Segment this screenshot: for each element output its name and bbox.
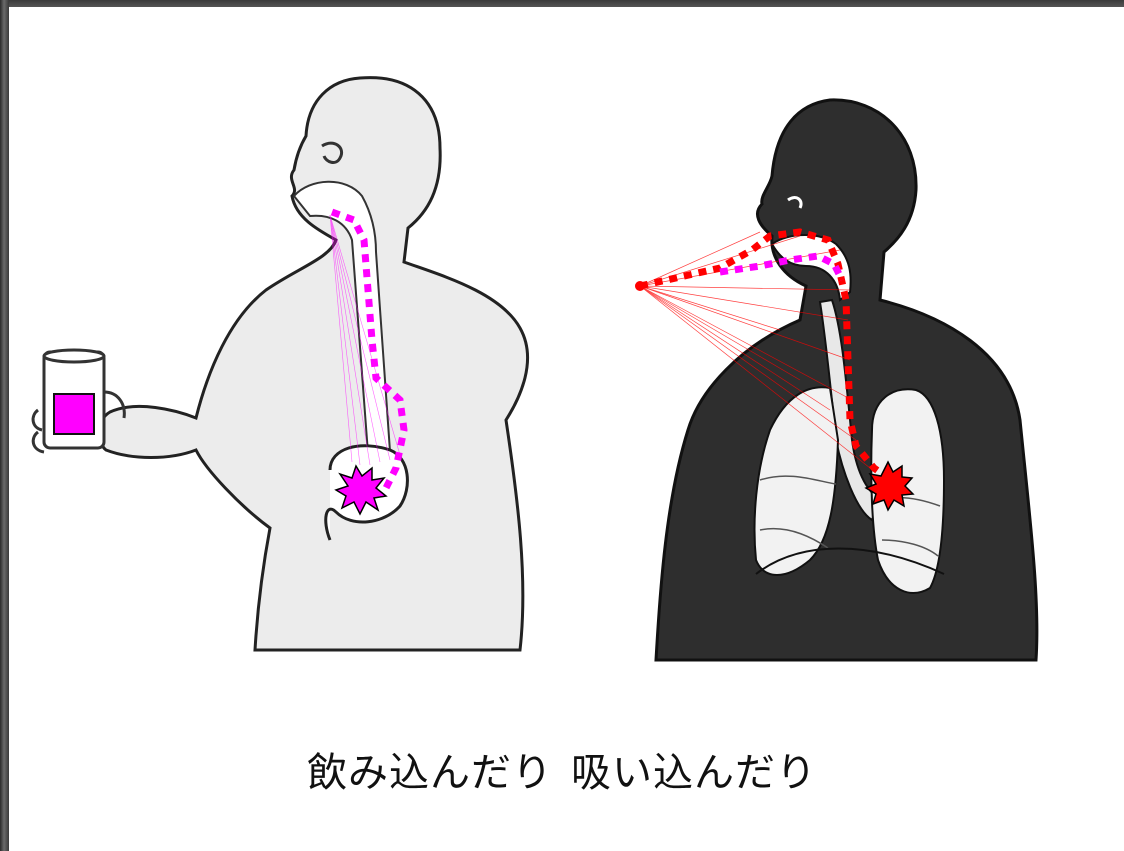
swallowing-figure (33, 78, 527, 650)
air-source-icon (635, 281, 645, 291)
glass-rim (44, 350, 104, 362)
window-top-border (0, 0, 1124, 7)
window-left-border (0, 0, 9, 851)
caption: 飲み込んだり吸い込んだり (0, 740, 1124, 798)
inhaling-figure (635, 100, 1037, 660)
left-body-silhouette (99, 78, 528, 650)
diagram-canvas (9, 7, 1124, 851)
caption-inhale: 吸い込んだり (571, 750, 817, 796)
magenta-square-icon (54, 394, 94, 434)
caption-swallow: 飲み込んだり (307, 750, 553, 796)
